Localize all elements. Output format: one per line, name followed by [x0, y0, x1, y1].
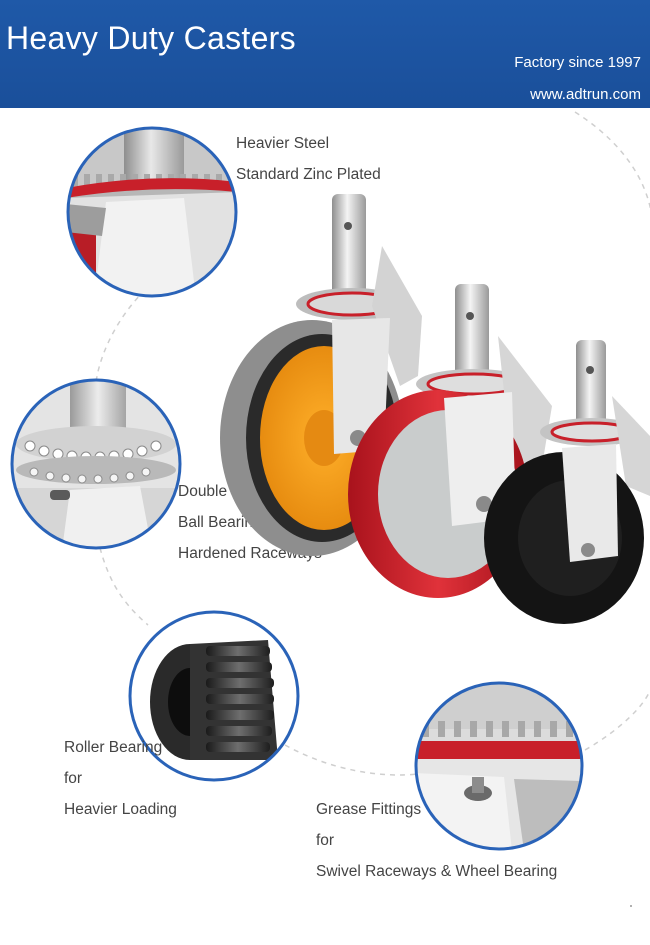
casters-product-image	[220, 194, 650, 624]
header-website[interactable]: www.adtrun.com	[530, 86, 641, 103]
feature-line: for	[64, 770, 83, 787]
feature-line: Heavier Steel	[236, 135, 330, 152]
feature-line: for	[316, 832, 335, 849]
feature-line: Swivel Raceways & Wheel Bearing	[316, 863, 558, 880]
zinc-plated-closeup-image	[66, 126, 238, 298]
feature-line: Standard Zinc Plated	[236, 166, 381, 183]
ball-bearing-closeup-image	[10, 378, 182, 550]
feature-line: Roller Bearing	[64, 739, 163, 756]
feature-label-zinc-plated: Heavier Steel Standard Zinc Plated	[236, 128, 381, 190]
roller-bearing-closeup-image	[128, 610, 300, 782]
page-title: Heavy Duty Casters	[6, 20, 296, 56]
header-tagline: Factory since 1997	[514, 54, 641, 71]
feature-label-grease-fittings: Grease Fittings for Swivel Raceways & Wh…	[316, 794, 557, 887]
stray-dot	[630, 905, 632, 907]
feature-line: Ball Bearing	[178, 514, 262, 531]
feature-line: Heavier Loading	[64, 801, 177, 818]
header-banner: Heavy Duty Casters Factory since 1997 ww…	[0, 0, 650, 111]
grease-fitting-closeup-image	[414, 681, 584, 851]
feature-line: Double	[178, 483, 228, 500]
feature-label-roller-bearing: Roller Bearing for Heavier Loading	[64, 732, 177, 825]
feature-line: Grease Fittings	[316, 801, 422, 818]
